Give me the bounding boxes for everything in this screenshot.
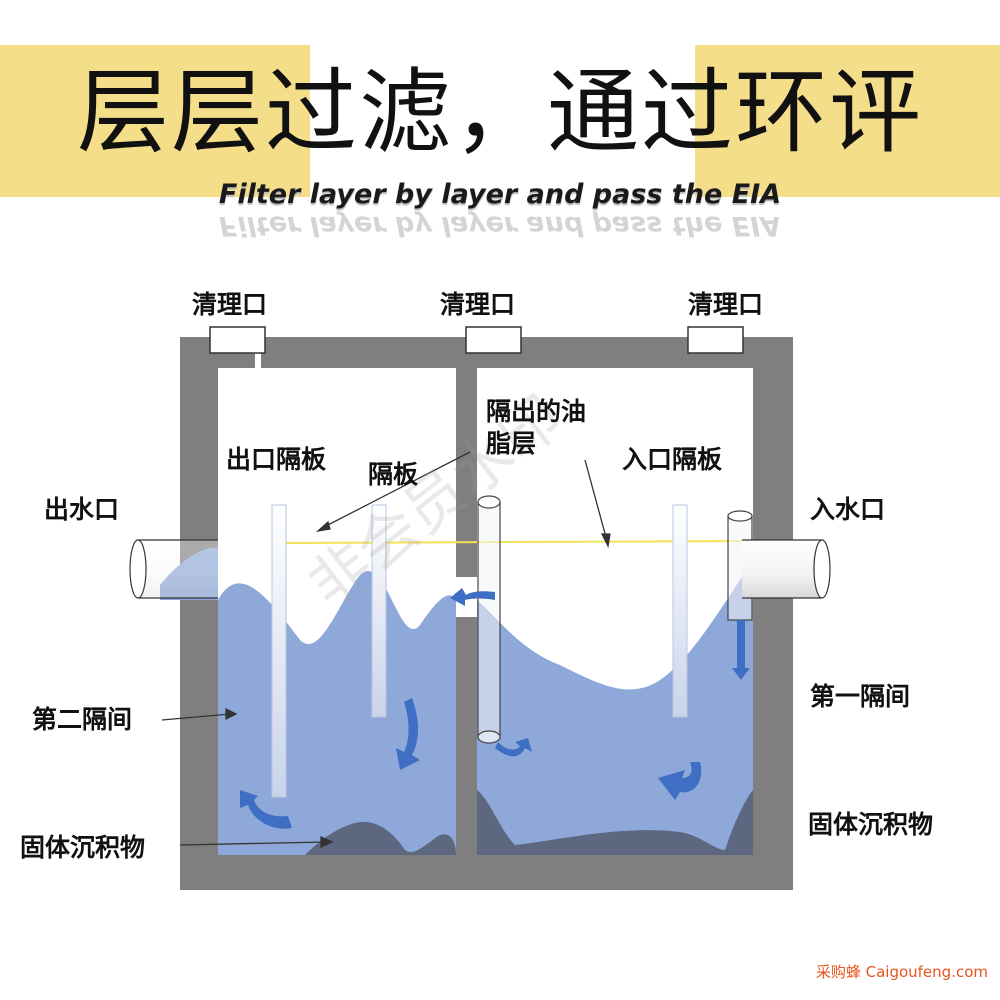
sediment-left	[218, 821, 456, 855]
flow-arrow-curve-left-up	[240, 790, 292, 829]
inlet-label: 入水口	[810, 495, 886, 524]
flow-arrow-down-inlet	[732, 620, 750, 680]
transfer-pipe	[477, 495, 501, 744]
solid-sediment-label-left: 固体沉积物	[20, 833, 146, 862]
header-band-left	[0, 45, 310, 197]
cleanout-cap-right	[687, 326, 744, 354]
flow-arrow-left-through-wall	[450, 588, 495, 606]
outlet-pipe	[129, 539, 218, 599]
flow-arrow-curve-left-down	[396, 698, 420, 770]
header-band-right	[695, 45, 1000, 197]
inlet-pipe	[742, 539, 831, 599]
flow-arrow-pipe-bottom	[495, 738, 532, 757]
outlet-label: 出水口	[44, 495, 120, 524]
first-compartment-label: 第一隔间	[810, 682, 911, 711]
site-watermark: 采购蜂 Caigoufeng.com	[815, 963, 988, 981]
leader-lines	[161, 451, 611, 849]
outlet-baffle	[271, 504, 287, 798]
cleanout-label-middle: 清理口	[440, 290, 516, 319]
grease-layer-label-line1: 隔出的油	[486, 397, 587, 426]
inlet-baffle	[672, 504, 688, 718]
solid-sediment-label-right: 固体沉积物	[808, 810, 934, 839]
page-title: 层层过滤，通过环评	[76, 59, 923, 166]
middle-baffle	[371, 504, 387, 718]
sediment-right	[477, 790, 753, 855]
cleanout-cap-left	[209, 326, 266, 354]
page-subtitle: Filter layer by layer and pass the EIA	[218, 179, 782, 210]
cleanout-label-right: 清理口	[688, 290, 764, 319]
cleanout-cap-middle	[465, 326, 522, 354]
baffle-label: 隔板	[368, 460, 419, 489]
flow-arrows	[240, 588, 750, 829]
cleanout-label-left: 清理口	[192, 290, 268, 319]
inlet-baffle-label: 入口隔板	[622, 445, 723, 474]
flow-arrow-curve-right	[658, 762, 702, 800]
second-compartment-label: 第二隔间	[32, 705, 133, 734]
grease-layer-label-line2: 脂层	[486, 429, 537, 458]
outlet-baffle-label: 出口隔板	[226, 445, 327, 474]
